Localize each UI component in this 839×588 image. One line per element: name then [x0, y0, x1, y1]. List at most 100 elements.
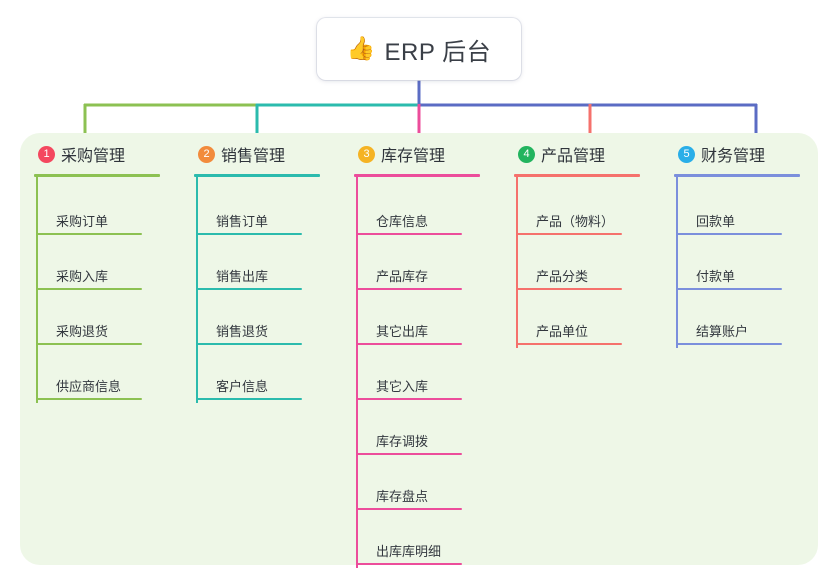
leaf-underline: [516, 288, 622, 290]
leaf-label: 其它出库: [376, 324, 429, 339]
branch-spine-1: [36, 177, 38, 403]
leaf-underline: [36, 343, 142, 345]
leaf-underline: [516, 343, 622, 345]
leaf-label: 结算账户: [696, 324, 749, 339]
branch-leaves-2: 销售订单 销售出库 销售退货 客户信息: [180, 183, 340, 403]
branch-leaves-1: 采购订单 采购入库 采购退货 供应商信息: [20, 183, 180, 403]
branch-underline-5: [674, 174, 800, 177]
leaf-label: 供应商信息: [56, 379, 122, 394]
branch-leaves-5: 回款单 付款单 结算账户: [660, 183, 820, 348]
branch-underline-3: [354, 174, 480, 177]
leaf-item[interactable]: 其它入库: [340, 348, 500, 403]
root-node-card[interactable]: 👍 ERP 后台: [317, 18, 521, 80]
branch-column-finance: 5 财务管理 回款单 付款单 结算账户: [660, 133, 820, 348]
leaf-item[interactable]: 库存盘点: [340, 458, 500, 513]
branch-badge-1: 1: [38, 145, 55, 163]
leaf-item[interactable]: 产品分类: [500, 238, 660, 293]
leaf-item[interactable]: 产品单位: [500, 293, 660, 348]
branch-badge-4: 4: [518, 145, 535, 163]
branch-title-3: 库存管理: [381, 148, 446, 165]
branches-panel: [20, 133, 818, 565]
leaf-item[interactable]: 产品库存: [340, 238, 500, 293]
leaf-underline: [356, 398, 462, 400]
leaf-item[interactable]: 产品（物料）: [500, 183, 660, 238]
leaf-label: 其它入库: [376, 379, 429, 394]
leaf-underline: [516, 233, 622, 235]
leaf-item[interactable]: 付款单: [660, 238, 820, 293]
leaf-underline: [36, 288, 142, 290]
leaf-item[interactable]: 结算账户: [660, 293, 820, 348]
leaf-item[interactable]: 采购订单: [20, 183, 180, 238]
leaf-underline: [356, 233, 462, 235]
leaf-underline: [356, 563, 462, 565]
branch-spine-2: [196, 177, 198, 403]
leaf-underline: [196, 398, 302, 400]
leaf-item[interactable]: 回款单: [660, 183, 820, 238]
leaf-item[interactable]: 采购入库: [20, 238, 180, 293]
branch-badge-3: 3: [358, 145, 375, 163]
leaf-item[interactable]: 销售退货: [180, 293, 340, 348]
branch-title-4: 产品管理: [541, 148, 606, 165]
branch-header-5[interactable]: 5 财务管理: [660, 133, 820, 175]
leaf-item[interactable]: 销售出库: [180, 238, 340, 293]
leaf-item[interactable]: 仓库信息: [340, 183, 500, 238]
leaf-label: 销售退货: [216, 324, 269, 339]
leaf-label: 仓库信息: [376, 214, 429, 229]
leaf-label: 采购入库: [56, 269, 109, 284]
leaf-underline: [356, 508, 462, 510]
leaf-label: 销售出库: [216, 269, 269, 284]
branch-column-inventory: 3 库存管理 仓库信息 产品库存 其它出库 其它入库: [340, 133, 500, 568]
leaf-item[interactable]: 供应商信息: [20, 348, 180, 403]
leaf-underline: [36, 233, 142, 235]
leaf-item[interactable]: 库存调拨: [340, 403, 500, 458]
leaf-label: 产品（物料）: [536, 214, 615, 229]
branch-column-sales: 2 销售管理 销售订单 销售出库 销售退货 客户信息: [180, 133, 340, 403]
leaf-underline: [356, 453, 462, 455]
branch-badge-5: 5: [678, 145, 695, 163]
root-node-title: ERP 后台: [384, 38, 492, 66]
branch-underline-1: [34, 174, 160, 177]
branch-leaves-3: 仓库信息 产品库存 其它出库 其它入库 库存调拨: [340, 183, 500, 568]
leaf-underline: [676, 343, 782, 345]
branch-column-product: 4 产品管理 产品（物料） 产品分类 产品单位: [500, 133, 660, 348]
leaf-item[interactable]: 出库库明细: [340, 513, 500, 568]
leaf-item[interactable]: 销售订单: [180, 183, 340, 238]
branch-spine-5: [676, 177, 678, 348]
leaf-item[interactable]: 客户信息: [180, 348, 340, 403]
leaf-label: 产品单位: [536, 324, 589, 339]
leaf-underline: [356, 343, 462, 345]
leaf-label: 回款单: [696, 214, 736, 229]
branch-columns: 1 采购管理 采购订单 采购入库 采购退货 供应商信息: [20, 133, 820, 568]
leaf-underline: [196, 233, 302, 235]
leaf-label: 库存盘点: [376, 489, 429, 504]
branch-header-2[interactable]: 2 销售管理: [180, 133, 340, 175]
leaf-underline: [676, 233, 782, 235]
branch-column-procurement: 1 采购管理 采购订单 采购入库 采购退货 供应商信息: [20, 133, 180, 403]
leaf-item[interactable]: 其它出库: [340, 293, 500, 348]
branch-spine-4: [516, 177, 518, 348]
leaf-underline: [676, 288, 782, 290]
leaf-underline: [356, 288, 462, 290]
leaf-underline: [196, 288, 302, 290]
branch-title-2: 销售管理: [221, 148, 286, 165]
branch-underline-4: [514, 174, 640, 177]
branch-title-1: 采购管理: [61, 148, 126, 165]
branch-header-3[interactable]: 3 库存管理: [340, 133, 500, 175]
leaf-item[interactable]: 采购退货: [20, 293, 180, 348]
leaf-label: 产品分类: [536, 269, 589, 284]
thumbs-up-icon: 👍: [346, 35, 376, 62]
leaf-label: 产品库存: [376, 269, 429, 284]
leaf-label: 销售订单: [216, 214, 269, 229]
branch-badge-2: 2: [198, 145, 215, 163]
leaf-label: 采购退货: [56, 324, 109, 339]
leaf-label: 出库库明细: [376, 544, 442, 559]
branch-title-5: 财务管理: [701, 148, 766, 165]
leaf-underline: [196, 343, 302, 345]
leaf-label: 付款单: [696, 269, 736, 284]
leaf-label: 客户信息: [216, 379, 269, 394]
leaf-underline: [36, 398, 142, 400]
branch-spine-3: [356, 177, 358, 568]
branch-header-4[interactable]: 4 产品管理: [500, 133, 660, 175]
branch-header-1[interactable]: 1 采购管理: [20, 133, 180, 175]
